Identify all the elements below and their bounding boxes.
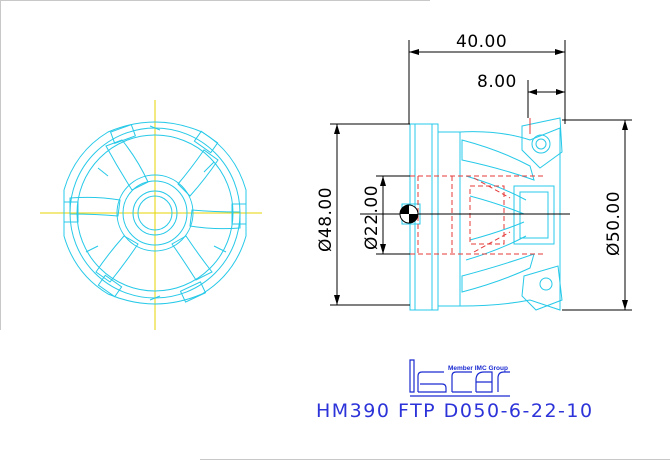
dimension-arrows <box>334 49 628 310</box>
dim-body-diameter: Ø48.00 <box>316 187 336 252</box>
tool-designation: HM390 FTP D050-6-22-10 <box>316 400 594 422</box>
dimension-lines <box>330 40 632 311</box>
dim-cutting-diameter: Ø50.00 <box>604 191 624 256</box>
front-view <box>40 100 262 330</box>
center-symbol <box>399 204 419 224</box>
logo-member-text: Member IMC Group <box>448 365 508 372</box>
dim-bore-diameter: Ø22.00 <box>362 185 382 250</box>
dim-insert-offset: 8.00 <box>477 72 517 92</box>
dim-length-total: 40.00 <box>456 32 507 52</box>
front-view-outline <box>63 121 247 305</box>
logo-wordmark <box>409 359 510 397</box>
iscar-logo: Member IMC Group <box>409 359 510 397</box>
front-view-centerlines <box>40 100 262 330</box>
side-view <box>360 117 570 311</box>
side-view-hidden-lines <box>410 118 545 255</box>
